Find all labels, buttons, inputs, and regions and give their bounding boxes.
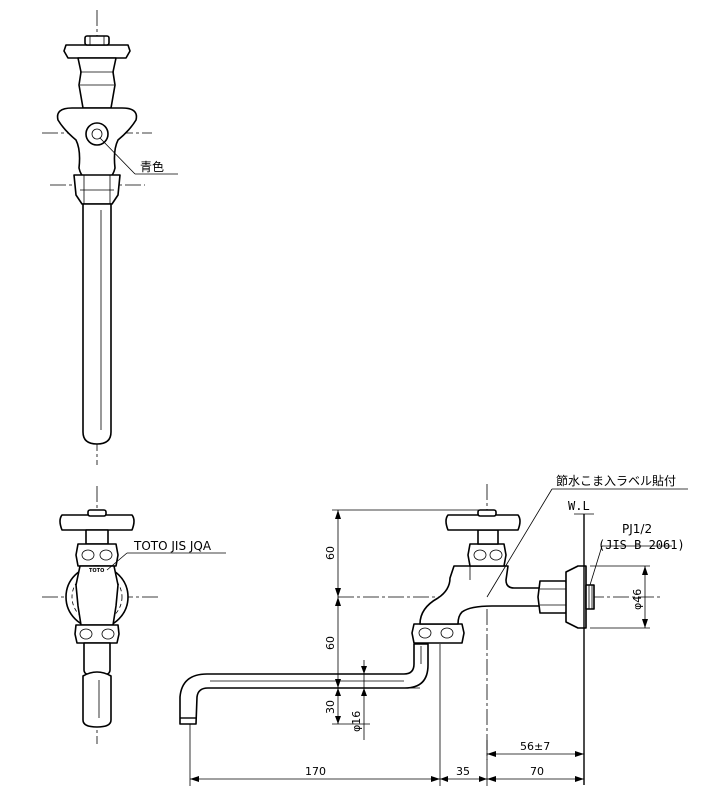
blue-leader bbox=[99, 137, 136, 175]
front-lower-pipe bbox=[83, 642, 111, 677]
side-union-nut bbox=[411, 623, 465, 644]
dim-spout-diameter: φ16 bbox=[350, 711, 363, 732]
dim-body-length: 70 bbox=[530, 765, 544, 778]
top-cap-knob bbox=[84, 35, 110, 46]
dimensions: 60 60 30 φ16 φ46 56±7 170 35 bbox=[189, 509, 650, 786]
blue-indicator-outer bbox=[85, 122, 109, 146]
front-view: TOTO TOTO JIS JQA bbox=[42, 486, 226, 744]
dim-wall-insertion: 56±7 bbox=[520, 740, 550, 753]
blue-color-label: 青色 bbox=[140, 160, 164, 174]
dim-lower-height: 60 bbox=[324, 636, 337, 650]
side-handle-knob bbox=[477, 509, 497, 517]
side-view: W.L 節水こま入ラベル貼付 PJ1/2 (JIS B 2061) bbox=[179, 473, 688, 785]
jis-mark-label: TOTO JIS JQA bbox=[133, 539, 212, 553]
water-level-label: W.L bbox=[568, 499, 590, 513]
toto-logo: TOTO bbox=[89, 568, 104, 574]
top-stem bbox=[77, 57, 117, 109]
side-stem bbox=[477, 529, 499, 545]
thread-spec-leader bbox=[589, 545, 603, 586]
side-handle bbox=[445, 514, 521, 531]
front-handle bbox=[59, 514, 135, 531]
front-body bbox=[75, 565, 119, 626]
side-wall-flange bbox=[565, 565, 587, 629]
front-stem bbox=[85, 529, 109, 545]
dim-upper-height: 60 bbox=[324, 546, 337, 560]
dim-spout-drop: 30 bbox=[324, 700, 337, 714]
top-cap bbox=[63, 44, 131, 59]
dim-offset: 35 bbox=[456, 765, 470, 778]
front-handle-knob bbox=[87, 509, 107, 517]
dim-spout-length: 170 bbox=[305, 765, 326, 778]
side-thread bbox=[585, 584, 595, 610]
dim-flange-diameter: φ46 bbox=[631, 589, 644, 610]
front-packing-nut bbox=[75, 543, 119, 567]
thread-spec-label: PJ1/2 bbox=[622, 522, 652, 536]
blue-indicator-inner bbox=[91, 128, 103, 140]
side-hex-coupling bbox=[537, 580, 569, 614]
top-view: 青色 bbox=[42, 10, 178, 465]
water-saving-leader bbox=[486, 488, 553, 598]
thread-standard-label: (JIS B 2061) bbox=[598, 538, 685, 552]
top-pipe bbox=[82, 203, 112, 445]
spout-pipe bbox=[179, 643, 429, 725]
top-nut bbox=[73, 174, 121, 205]
front-union-nut bbox=[74, 624, 120, 644]
side-body bbox=[419, 565, 541, 625]
side-packing-nut bbox=[467, 543, 507, 567]
front-spout-end bbox=[82, 671, 112, 728]
water-saving-label: 節水こま入ラベル貼付 bbox=[556, 473, 676, 488]
jis-leader bbox=[106, 552, 128, 571]
